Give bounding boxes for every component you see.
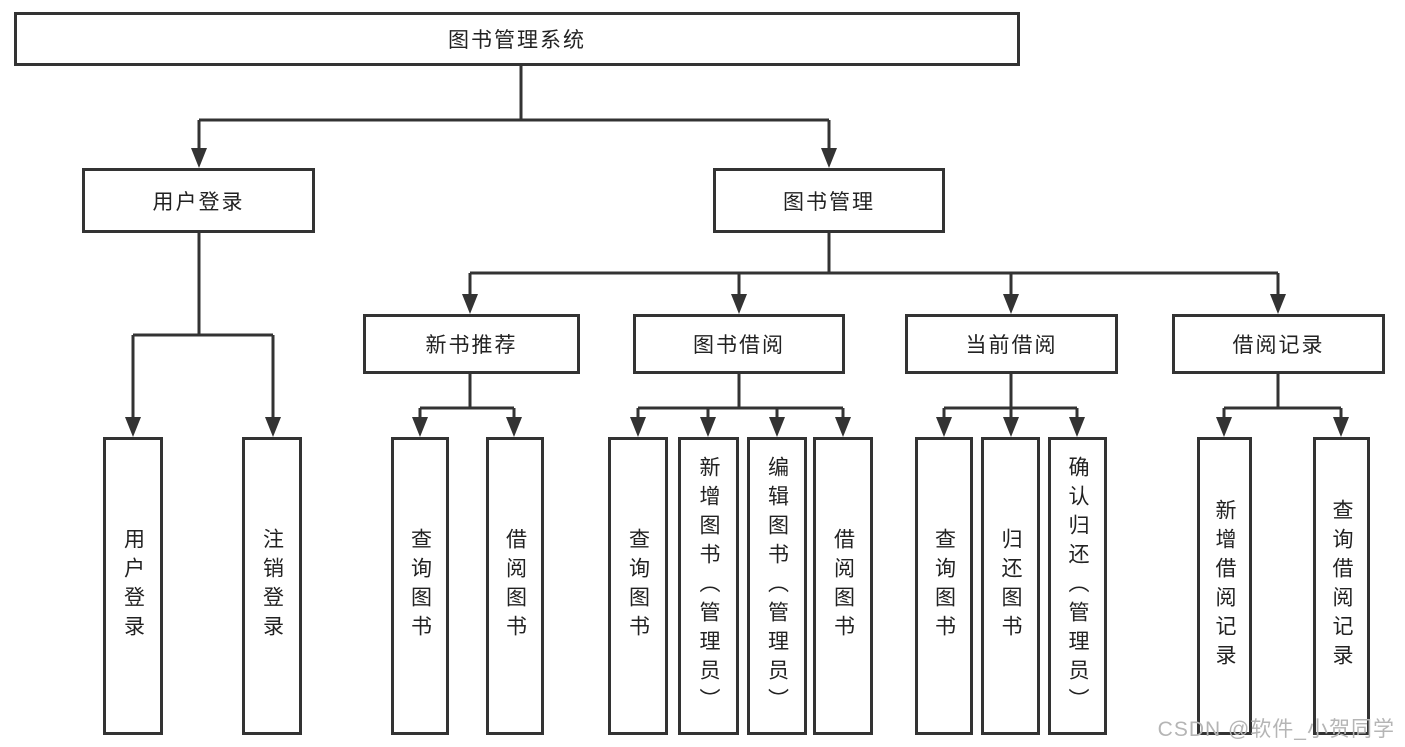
- leaf-return-books: 归还图书: [981, 437, 1040, 735]
- leaf-user-login: 用户登录: [103, 437, 163, 735]
- leaf-query-books-current: 查询图书: [915, 437, 973, 735]
- node-new-book-recommend: 新书推荐: [363, 314, 580, 374]
- leaf-query-books-current-label: 查询图书: [932, 528, 956, 644]
- leaf-confirm-return-admin-label: 确认归还（管理员）: [1066, 455, 1089, 717]
- node-user-login: 用户登录: [82, 168, 315, 233]
- leaf-add-borrow-record: 新增借阅记录: [1197, 437, 1252, 735]
- leaf-query-books-recommend: 查询图书: [391, 437, 449, 735]
- leaf-query-books-borrow-label: 查询图书: [626, 528, 650, 644]
- leaf-query-books-recommend-label: 查询图书: [408, 528, 432, 644]
- leaf-add-borrow-record-label: 新增借阅记录: [1213, 499, 1236, 673]
- leaf-borrow-books-recommend: 借阅图书: [486, 437, 544, 735]
- arrowheads: [125, 148, 1349, 437]
- node-book-management: 图书管理: [713, 168, 945, 233]
- leaf-add-book-admin-label: 新增图书（管理员）: [697, 455, 720, 717]
- leaf-edit-book-admin-label: 编辑图书（管理员）: [765, 455, 789, 717]
- leaf-user-login-label: 用户登录: [121, 528, 145, 644]
- leaf-return-books-label: 归还图书: [999, 528, 1022, 644]
- leaf-add-book-admin: 新增图书（管理员）: [678, 437, 739, 735]
- leaf-logout: 注销登录: [242, 437, 302, 735]
- leaf-query-borrow-record-label: 查询借阅记录: [1330, 499, 1353, 673]
- node-current-borrow: 当前借阅: [905, 314, 1118, 374]
- node-borrow-records: 借阅记录: [1172, 314, 1385, 374]
- connector-strokes: [131, 66, 1343, 419]
- node-book-borrow: 图书借阅: [633, 314, 845, 374]
- leaf-edit-book-admin: 编辑图书（管理员）: [747, 437, 807, 735]
- leaf-confirm-return-admin: 确认归还（管理员）: [1048, 437, 1107, 735]
- csdn-watermark: CSDN @软件_小贺同学: [1157, 718, 1395, 741]
- leaf-query-books-borrow: 查询图书: [608, 437, 668, 735]
- leaf-query-borrow-record: 查询借阅记录: [1313, 437, 1370, 735]
- leaf-logout-label: 注销登录: [260, 528, 284, 644]
- leaf-borrow-books-recommend-label: 借阅图书: [503, 528, 527, 644]
- leaf-borrow-books-label: 借阅图书: [831, 528, 855, 644]
- leaf-borrow-books: 借阅图书: [813, 437, 873, 735]
- node-root-system: 图书管理系统: [14, 12, 1020, 66]
